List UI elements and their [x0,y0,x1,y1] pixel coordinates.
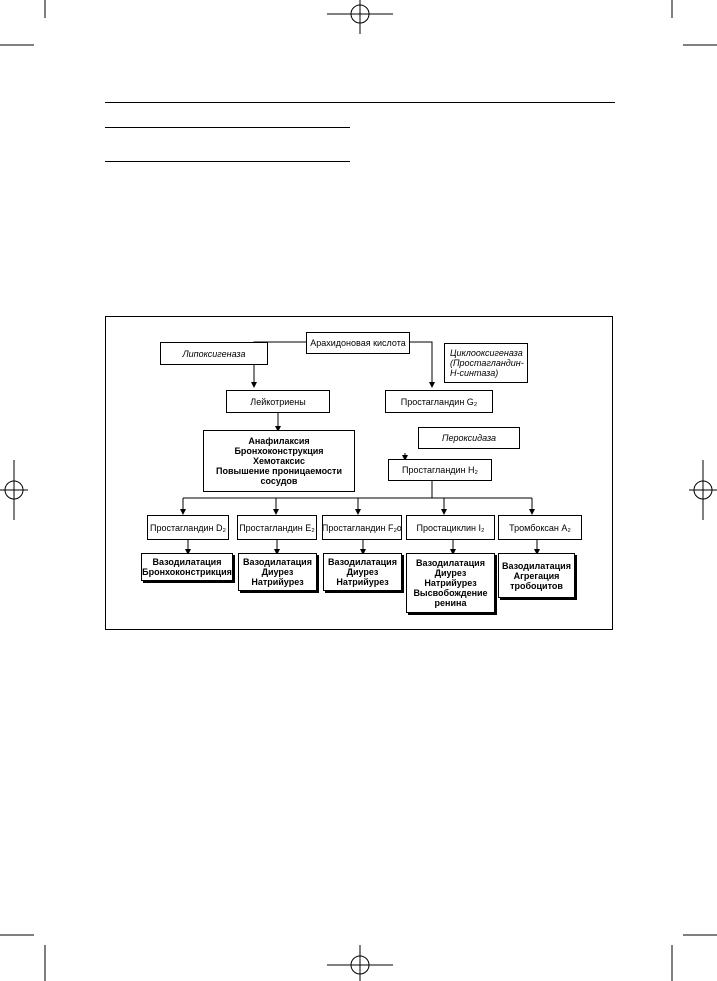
peroxidase-box: Пероксидаза [418,427,520,449]
product-label-txa2: Тромбоксан A₂ [509,522,571,533]
text-rule-2 [105,161,350,162]
product-label-pgf2a: Простагландин F₂α [321,522,403,533]
effect-pgd2-1: Вазодилатация [152,557,222,567]
arachidonic-acid-label: Арахидоновая кислота [310,338,406,348]
cyclooxygenase-box: Циклооксигеназа (Простагландин- Н-синтаз… [444,343,528,383]
diagram-frame [105,316,613,630]
effect-pgf2a-2: Диурез [346,567,379,577]
effect-pgi2-3: Натрийурез [424,578,477,588]
cyclooxygenase-line-1: Циклооксигеназа [450,348,523,358]
effect-pgi2-1: Вазодилатация [416,558,485,568]
product-box-pgd2: Простагландин D₂ [147,515,229,540]
effects-box-pgi2: Вазодилатация Диурез Натрийурез Высвобож… [406,553,495,613]
arachidonic-acid-box: Арахидоновая кислота [306,332,410,354]
effects-box-pge2: Вазодилатация Диурез Натрийурез [238,553,317,591]
lipoxygenase-box: Липоксигеназа [160,342,268,365]
cyclooxygenase-line-2: (Простагландин- [450,358,524,368]
leukotriene-effect-4: Повышение проницаемости [216,466,342,476]
leukotriene-effect-1: Анафилаксия [248,436,310,446]
leukotriene-effects-box: Анафилаксия Бронхоконструкция Хемотаксис… [203,430,355,492]
text-rule-1 [105,127,350,128]
product-box-txa2: Тромбоксан A₂ [498,515,582,540]
effects-box-pgf2a: Вазодилатация Диурез Натрийурез [323,553,402,591]
effect-pgi2-4: Высвобождение [413,588,488,598]
peroxidase-label: Пероксидаза [441,433,497,443]
effect-pge2-2: Диурез [261,567,294,577]
product-label-pge2: Простагландин E₂ [239,522,315,533]
prostaglandin-g2-label: Простагландин G₂ [400,396,478,407]
effect-pge2-3: Натрийурез [251,577,304,587]
effect-txa2-2: Агрегация [513,570,560,581]
prostaglandin-h2-label: Простагландин Н₂ [401,465,479,475]
leukotriene-effect-3: Хемотаксис [252,456,306,466]
prostaglandin-h2-box: Простагландин Н₂ [388,459,492,481]
effect-pgd2-2: Бронхоконстрикция [142,567,232,577]
product-box-pge2: Простагландин E₂ [237,515,317,540]
leukotrienes-box: Лейкотриены [226,390,330,413]
product-label-pgi2: Простациклин I₂ [416,522,485,533]
leukotriene-effect-2: Бронхоконструкция [234,446,324,456]
effect-pge2-1: Вазодилатация [243,557,312,567]
effect-txa2-3: тробоцитов [510,580,563,591]
prostaglandin-g2-box: Простагландин G₂ [385,390,493,413]
product-box-pgf2a: Простагландин F₂α [322,515,402,540]
product-box-pgi2: Простациклин I₂ [406,515,495,540]
lipoxygenase-label: Липоксигеназа [182,348,246,359]
leukotriene-effect-5: сосудов [260,476,298,486]
effects-box-pgd2: Вазодилатация Бронхоконстрикция [141,553,233,581]
cyclooxygenase-line-3: Н-синтаза) [450,368,499,378]
effect-pgi2-5: ренина [434,598,467,608]
effect-pgf2a-3: Натрийурез [336,577,389,587]
product-label-pgd2: Простагландин D₂ [149,522,227,533]
leukotrienes-label: Лейкотриены [250,396,306,407]
effect-txa2-1: Вазодилатация [502,560,571,571]
effect-pgf2a-1: Вазодилатация [328,557,397,567]
header-rule [105,102,615,103]
effects-box-txa2: Вазодилатация Агрегация тробоцитов [498,553,575,598]
effect-pgi2-2: Диурез [434,568,467,578]
